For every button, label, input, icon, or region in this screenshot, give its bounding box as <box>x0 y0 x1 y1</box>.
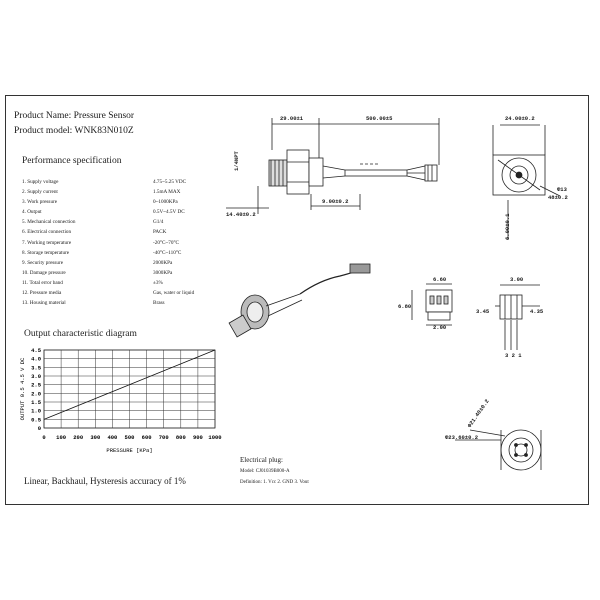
plug-definition: Definition: 1. Vcc 2. GND 3. Vout <box>240 480 309 485</box>
y-tick-label: 1.0 <box>31 408 41 415</box>
x-tick-label: 900 <box>193 434 203 441</box>
spec-label: 5. Mechanical connection <box>22 219 76 226</box>
performance-title: Performance specification <box>22 156 122 166</box>
spec-label: 3. Work pressure <box>22 199 58 206</box>
front-view-inner <box>509 165 529 185</box>
y-tick-label: 0 <box>38 425 41 432</box>
spec-value: Brass <box>153 300 165 307</box>
spec-label: 4. Output <box>22 209 42 216</box>
series-line <box>43 349 216 420</box>
y-tick-label: 2.0 <box>31 390 41 397</box>
y-tick-label: 2.5 <box>31 382 42 389</box>
dim-outer-diameter: Φ23.60±0.2 <box>445 434 479 441</box>
side-connector <box>424 164 438 182</box>
spec-value: 0.5V~4.5V DC <box>153 209 185 216</box>
spec-labels: 1. Supply voltage 2. Supply current 3. Wor… <box>22 177 75 308</box>
dim-hex-width: 24.00±0.2 <box>505 115 535 122</box>
dim-bore: Φ13 <box>557 186 567 193</box>
spec-label: 8. Storage temperature <box>22 249 70 256</box>
spec-value: 4.75~5.25 VDC <box>153 179 187 185</box>
spec-label: 2. Supply current <box>22 189 58 196</box>
front-view-outer <box>501 157 537 193</box>
spec-label: 10. Damage pressure <box>22 269 66 276</box>
spec-value: 0~1000KPa <box>153 199 178 206</box>
spec-label: 13. Housing material <box>22 300 66 307</box>
electrical-plug-title: Electrical plug: <box>240 456 283 464</box>
x-axis-label: PRESSURE [KPa] <box>106 447 152 454</box>
spec-values: 4.75~5.25 VDC 1.5mA MAX 0~1000KPa 0.5V~4.5V… <box>153 177 194 308</box>
x-tick-label: 500 <box>125 434 135 441</box>
y-axis-label: OUTPUT 0.5 4.5 V DC <box>19 357 26 420</box>
dim-pin-pitch: 3.45 <box>476 308 490 315</box>
x-tick-label: 1000 <box>208 434 221 441</box>
spec-value: -40°C~110°C <box>153 249 182 256</box>
dim-front-height: 6.00±0.1 <box>504 213 511 240</box>
output-diagram-title: Output characteristic diagram <box>24 329 137 339</box>
x-tick-label: 100 <box>56 434 66 441</box>
x-tick-label: 0 <box>42 434 45 441</box>
y-tick-label: 4.0 <box>31 356 41 363</box>
x-tick-label: 700 <box>159 434 169 441</box>
spec-value: -20°C~70°C <box>153 239 179 246</box>
product-name: Product Name: Pressure Sensor <box>14 111 135 121</box>
x-tick-label: 300 <box>90 434 100 441</box>
spec-label: 1. Supply voltage <box>22 179 59 185</box>
x-tick-label: 200 <box>73 434 83 441</box>
product-model: Product model: WNK83N010Z <box>14 126 134 136</box>
dim-body-length: 29.00±1 <box>280 115 304 122</box>
drawing-frame <box>5 95 589 505</box>
dim-cable-length: 500.00±5 <box>366 115 393 122</box>
dim-thread-length: 14.40±0.2 <box>226 211 256 218</box>
spec-label: 9. Security pressure <box>22 259 64 266</box>
sensor-thread <box>268 159 288 187</box>
x-tick-label: 400 <box>107 434 117 441</box>
x-tick-label: 600 <box>142 434 152 441</box>
spec-value: G1/4 <box>153 219 164 226</box>
dim-plug-width: 6.60 <box>433 276 447 283</box>
y-tick-label: 0.5 <box>31 416 42 423</box>
cable <box>344 169 408 177</box>
spec-label: 6. Electrical connection <box>22 229 72 236</box>
dim-thread: 1/4NPT <box>233 151 240 171</box>
dim-pin-width: 4.35 <box>530 308 544 315</box>
dim-plug-base: 2.00 <box>433 324 447 331</box>
x-tick-label: 800 <box>176 434 186 441</box>
accuracy-caption: Linear, Backhaul, Hysteresis accuracy of… <box>24 476 186 486</box>
spec-value: Gas, water or liquid <box>153 290 195 297</box>
dim-depth: 48±0.2 <box>548 194 568 201</box>
spec-value: 2000KPa <box>153 259 173 266</box>
y-tick-label: 4.5 <box>31 347 42 354</box>
dim-plug-depth: 3.00 <box>510 276 524 283</box>
spec-label: 7. Working temperature <box>22 239 72 246</box>
y-tick-label: 3.0 <box>31 373 41 380</box>
spec-value: ±3% <box>153 279 163 286</box>
spec-value: PACK <box>153 229 167 236</box>
plug-model: Model: CJ01039B000-A <box>240 469 290 474</box>
spec-label: 11. Total error band <box>22 279 63 286</box>
sensor-hex <box>286 149 310 195</box>
spec-value: 1.5mA MAX <box>153 189 181 196</box>
dim-plug-height: 6.80 <box>398 303 412 310</box>
dim-neck-length: 9.00±0.2 <box>322 198 349 205</box>
spec-value: 3000KPa <box>153 269 173 276</box>
y-tick-label: 3.5 <box>31 364 42 371</box>
y-tick-label: 1.5 <box>31 399 42 406</box>
spec-label: 12. Pressure media <box>22 290 62 297</box>
sensor-neck <box>308 157 324 187</box>
pin-numbers: 3 2 1 <box>505 352 522 359</box>
iso-connector <box>349 263 371 274</box>
